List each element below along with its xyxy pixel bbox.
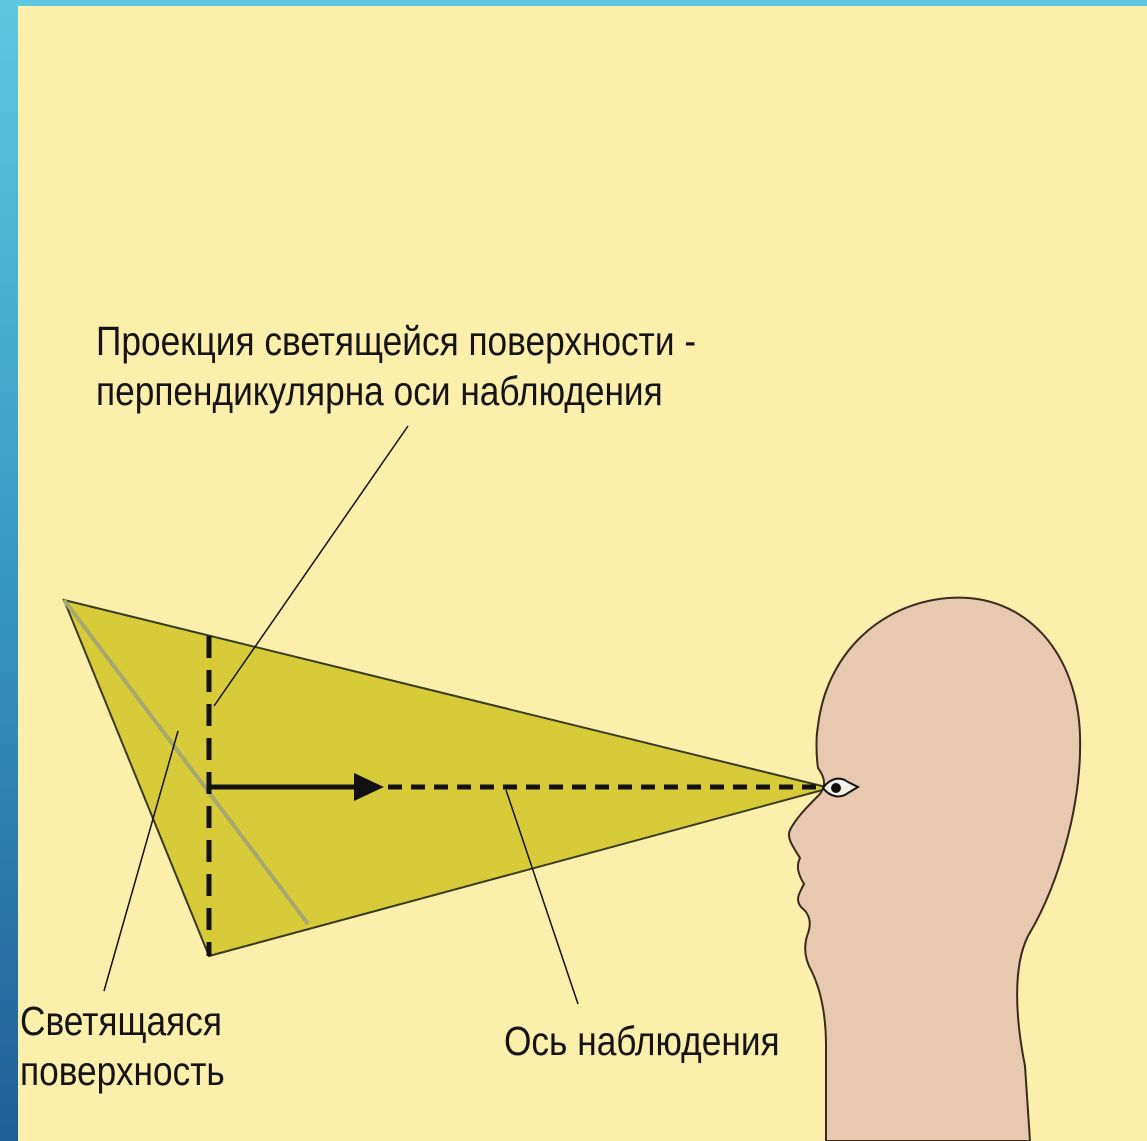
viewing-geometry-diagram <box>18 6 1147 1141</box>
projection-label-line1: Проекция светящейся поверхности - <box>96 316 696 366</box>
head-profile <box>789 598 1080 1141</box>
surface-label-line1: Светящаяся <box>20 996 225 1046</box>
eye-pupil <box>831 783 841 793</box>
projection-label-line2: перпендикулярна оси наблюдения <box>96 366 696 416</box>
diagram-panel: Проекция светящейся поверхности - перпен… <box>18 6 1147 1141</box>
projection-label: Проекция светящейся поверхности - перпен… <box>96 316 696 416</box>
light-cone <box>64 600 830 956</box>
luminous-surface-label: Светящаяся поверхность <box>20 996 225 1096</box>
observation-axis-label: Ось наблюдения <box>504 1016 780 1066</box>
surface-label-line2: поверхность <box>20 1046 225 1096</box>
